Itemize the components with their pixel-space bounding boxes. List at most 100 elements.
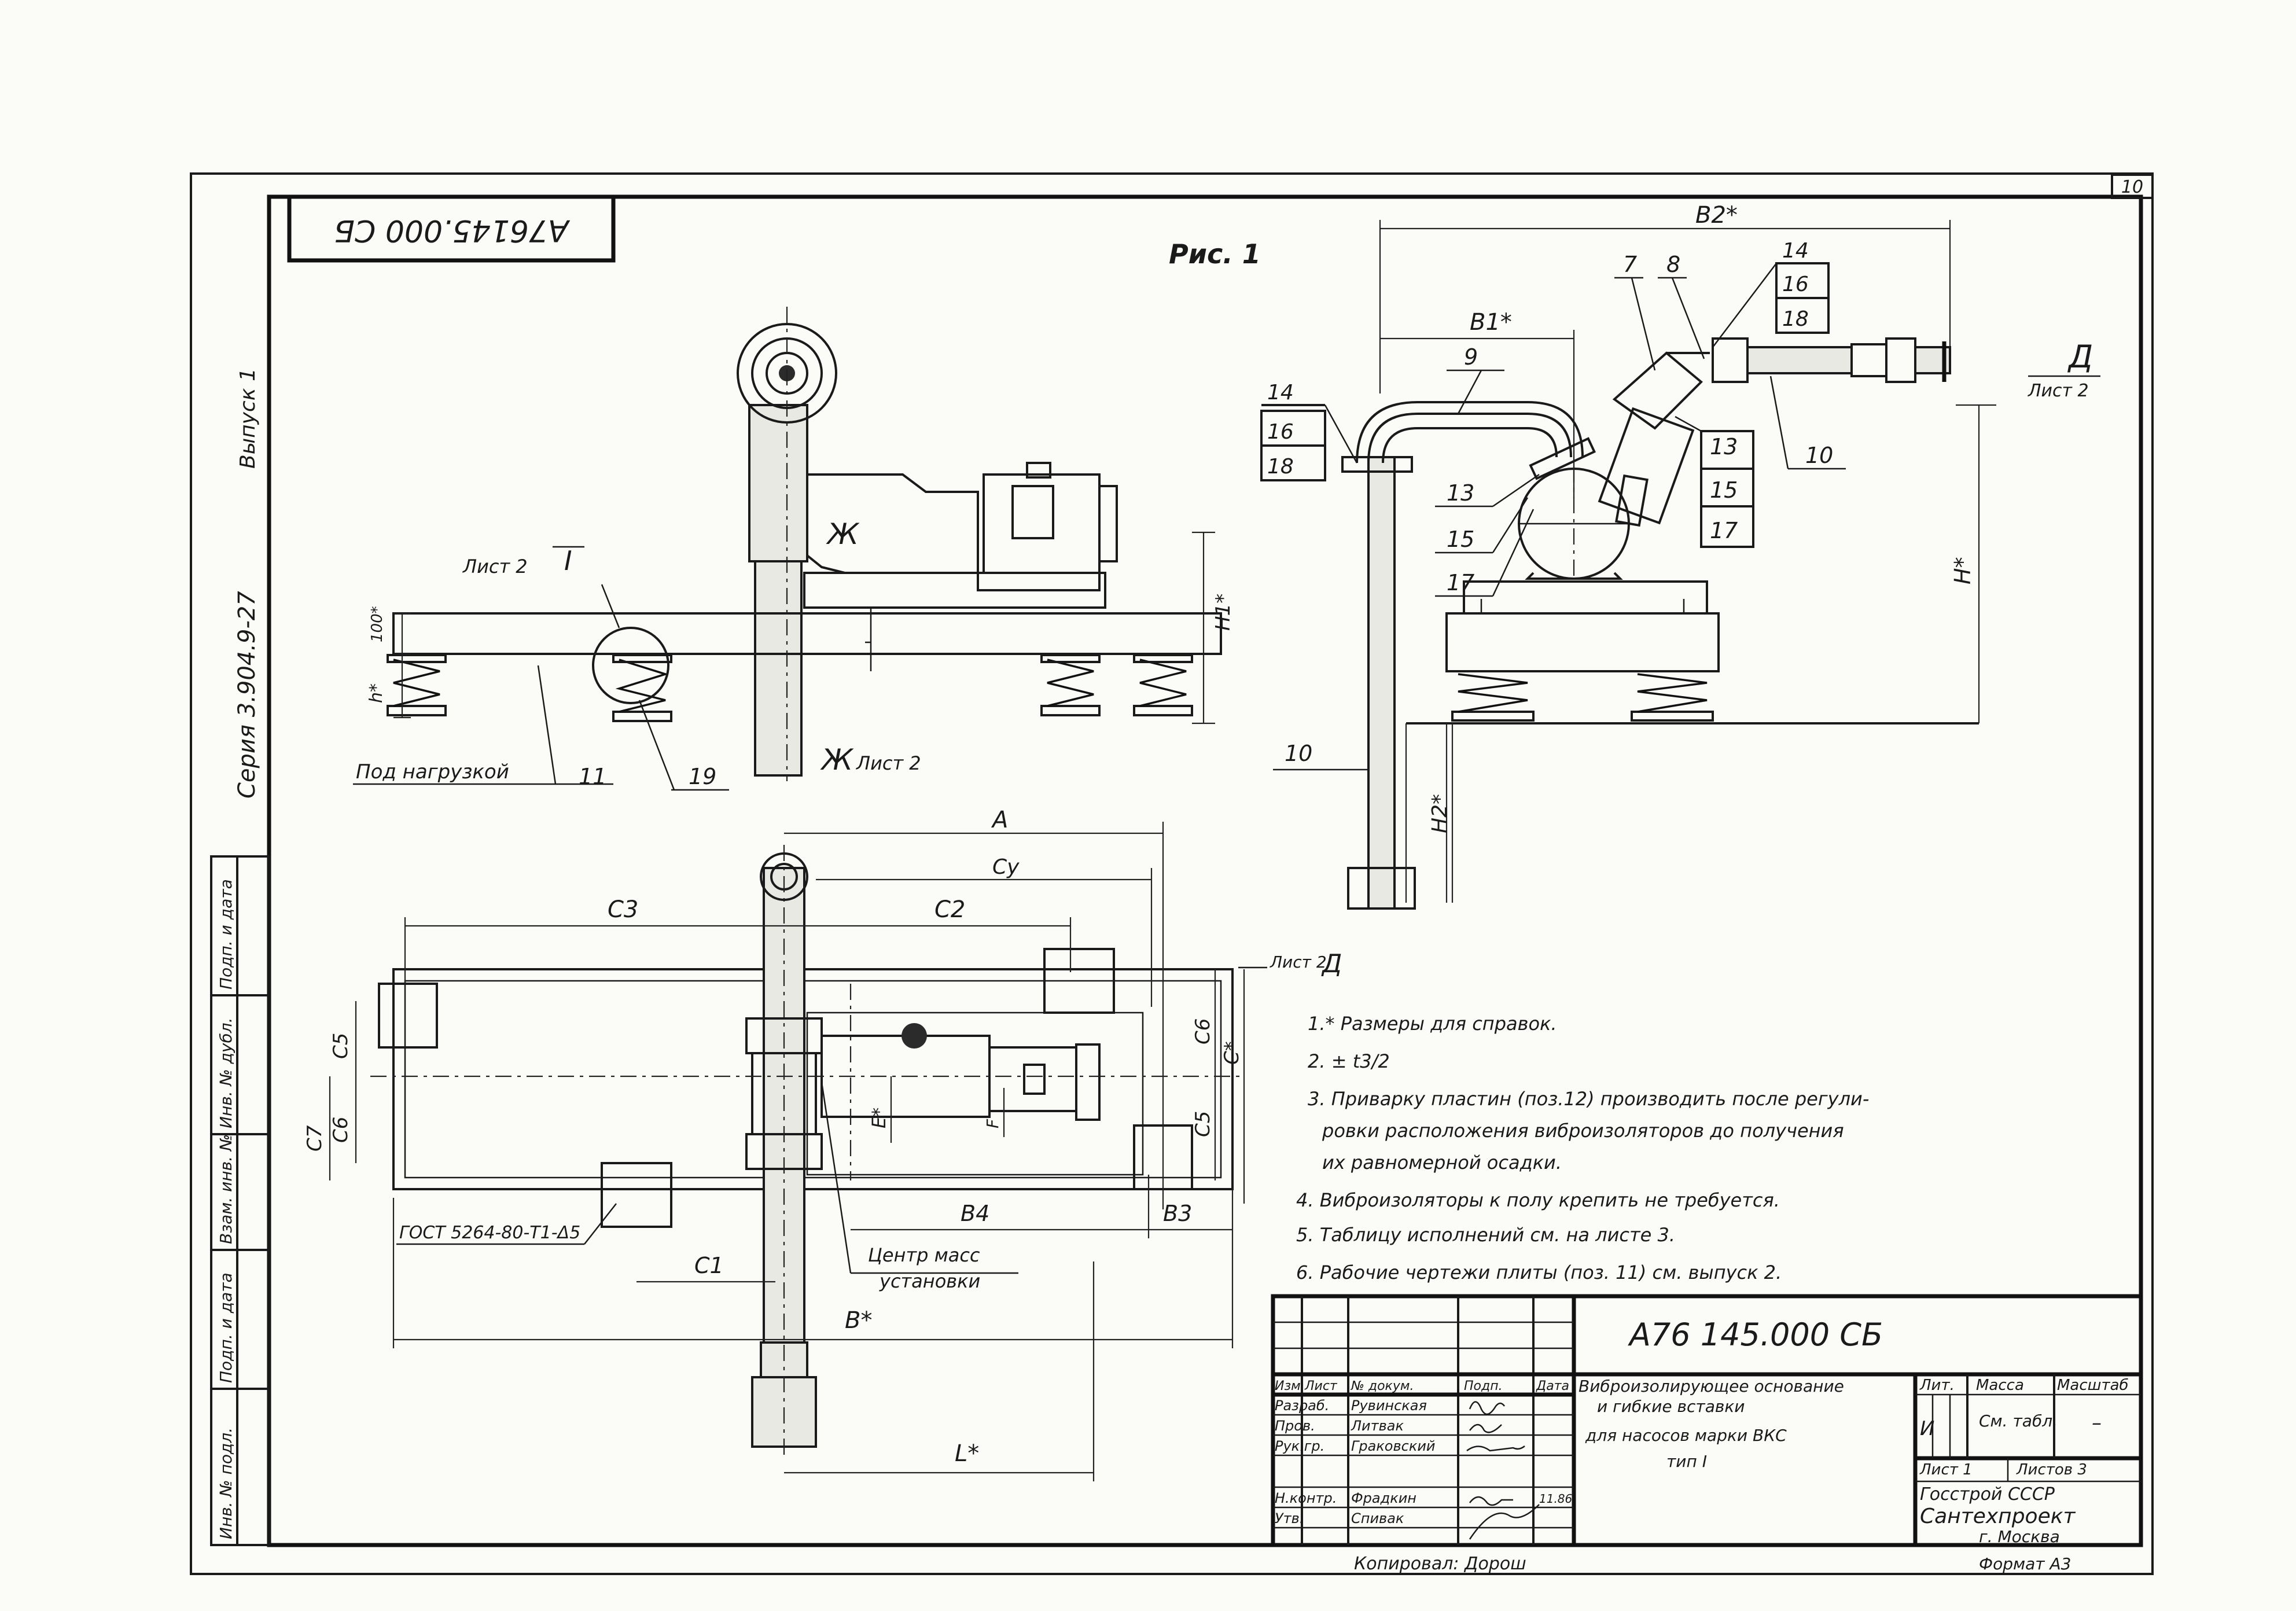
tb-title-1: Виброизолирующее основание — [1578, 1377, 1844, 1396]
dim-C2: C2 — [934, 896, 965, 923]
tb-col-doc: № докум. — [1351, 1379, 1414, 1393]
signature-1 — [1469, 1401, 1506, 1415]
plan-view: A Cy C3 C2 C5 C6 C7 C6 C* C5 E* F B4 B3 — [303, 807, 1342, 1481]
pos-16b: 16 — [1782, 273, 1809, 296]
tb-col-izm: Изм. — [1275, 1379, 1305, 1393]
tb-role-5: Н.контр. — [1275, 1490, 1337, 1506]
pos-7: 7 — [1623, 252, 1637, 277]
front-view: Лист 2 I 100* h* H1* Ж Ж Лист 2 Под нагр… — [353, 307, 1235, 791]
tb-col-date: Дата — [1536, 1379, 1569, 1393]
dim-B4: B4 — [961, 1201, 989, 1226]
callout-D-plan: Д — [1321, 949, 1342, 979]
signature-6 — [1469, 1504, 1540, 1540]
inverted-stamp: А76145.000 СБ — [287, 194, 616, 263]
tb-mass-value: См. табл. — [1979, 1411, 2058, 1430]
pos-17a: 17 — [1447, 570, 1474, 595]
tb-mass-header: Масса — [1976, 1377, 2024, 1394]
dim-Cy: Cy — [992, 855, 1020, 879]
dim-C6-right: C6 — [1191, 1018, 1215, 1044]
mass-center-1: Центр масс — [868, 1244, 980, 1266]
issue-label: Выпуск 1 — [236, 368, 260, 469]
dim-B2: B2* — [1695, 202, 1738, 229]
tb-name-1: Рувинская — [1351, 1397, 1427, 1414]
tb-role-3: Рук.гр. — [1275, 1438, 1324, 1454]
callout-zh-sheet2: Лист 2 — [856, 752, 921, 774]
pos-10a: 10 — [1805, 443, 1833, 468]
dim-H1: H1* — [1212, 594, 1235, 631]
dim-E: E* — [868, 1108, 890, 1128]
sheet-number: 10 — [2121, 177, 2143, 197]
side-springs-right — [1631, 673, 1714, 722]
dim-C6-left: C6 — [329, 1117, 352, 1143]
tb-title-4: тип I — [1666, 1452, 1707, 1471]
side-stamp-1: Инв. № подл. — [216, 1428, 236, 1539]
tb-name-3: Граковский — [1351, 1438, 1436, 1454]
tb-scale-value: – — [2092, 1411, 2102, 1435]
pos-11: 11 — [579, 764, 606, 789]
signature-5 — [1469, 1496, 1513, 1506]
tb-format: Формат А3 — [1979, 1554, 2071, 1573]
notes: 1.* Размеры для справок. 2. ± t3/2 3. Пр… — [1296, 1013, 1869, 1283]
pos-19: 19 — [689, 764, 716, 789]
tb-name-5: Фрадкин — [1351, 1490, 1416, 1506]
note-5: 5. Таблицу исполнений см. на листе 3. — [1296, 1224, 1675, 1246]
gost-label: ГОСТ 5264-80-Т1-Δ5 — [399, 1223, 580, 1243]
under-load-label: Под нагрузкой — [356, 760, 509, 784]
tb-role-1: Разраб. — [1275, 1397, 1329, 1414]
tb-scale-header: Масштаб — [2057, 1377, 2129, 1394]
pos-13b: 13 — [1710, 434, 1738, 459]
dim-100: 100* — [369, 606, 386, 642]
tb-doc-code: А76 145.000 СБ — [1628, 1316, 1883, 1353]
tb-name-6: Спивак — [1351, 1510, 1404, 1527]
inverted-stamp-code: А76145.000 СБ — [334, 213, 570, 248]
dim-H-star: H* — [1950, 557, 1975, 584]
note-3a: 3. Приварку пластин (поз.12) производить… — [1308, 1088, 1869, 1110]
spring-group-right-1 — [1040, 654, 1101, 716]
dim-C5-left: C5 — [329, 1033, 352, 1059]
note-3b: ровки расположения виброизоляторов до по… — [1322, 1120, 1844, 1142]
tb-name-2: Литвак — [1351, 1418, 1404, 1434]
note-4: 4. Виброизоляторы к полу крепить не треб… — [1296, 1189, 1780, 1211]
pos-16a: 16 — [1267, 420, 1294, 444]
side-springs-left — [1451, 673, 1535, 722]
tb-role-6: Утв. — [1275, 1510, 1304, 1527]
tb-lit-value: И — [1920, 1417, 1934, 1440]
series-label: Серия 3.904.9-27 — [234, 591, 260, 799]
note-3c: их равномерной осадки. — [1322, 1152, 1562, 1174]
tb-lit-header: Лит. — [1919, 1377, 1955, 1394]
figure-label: Рис. 1 — [1169, 238, 1261, 270]
pos-13a: 13 — [1447, 480, 1474, 506]
note-6: 6. Рабочие чертежи плиты (поз. 11) см. в… — [1296, 1261, 1782, 1283]
title-block: Изм. Лист № докум. Подп. Дата Разраб. Ру… — [1271, 1294, 2143, 1574]
tb-date-value: 11.86 — [1539, 1492, 1572, 1506]
dim-h: h* — [366, 683, 387, 703]
spring-group-mid — [612, 654, 672, 722]
pos-18a: 18 — [1267, 455, 1294, 479]
tb-copied: Копировал: Дорош — [1354, 1554, 1526, 1574]
spring-group-right-2 — [1133, 654, 1193, 716]
tb-org-1: Госстрой СССР — [1920, 1484, 2055, 1505]
pos-18b: 18 — [1782, 307, 1809, 331]
dim-C5-right: C5 — [1191, 1111, 1215, 1137]
pos-8: 8 — [1666, 252, 1680, 277]
dim-C7: C7 — [303, 1125, 326, 1152]
dim-H2: H2* — [1428, 794, 1452, 833]
side-view: B2* B1* Д Лист 2 — [1260, 202, 2100, 910]
signature-2 — [1469, 1424, 1502, 1433]
pos-15b: 15 — [1710, 477, 1738, 503]
tb-role-2: Пров. — [1275, 1418, 1315, 1434]
callout-zh-mid: Ж — [826, 517, 860, 551]
tb-sheet-label: Лист 1 — [1919, 1461, 1973, 1478]
sheet-frame: 10 — [190, 172, 2154, 1575]
spring-group-left — [387, 654, 447, 716]
callout-D-sheet: Лист 2 — [2028, 381, 2089, 401]
dim-L-star: L* — [955, 1440, 979, 1467]
tb-title-3: для насосов марки ВКС — [1585, 1426, 1787, 1445]
dim-B3: B3 — [1163, 1201, 1192, 1226]
pos-15a: 15 — [1447, 527, 1474, 552]
signature-3 — [1466, 1446, 1525, 1452]
dim-A: A — [991, 807, 1008, 833]
tb-col-list: Лист — [1304, 1379, 1338, 1393]
dim-B1: B1* — [1470, 309, 1512, 336]
tb-org-3: г. Москва — [1979, 1527, 2060, 1546]
